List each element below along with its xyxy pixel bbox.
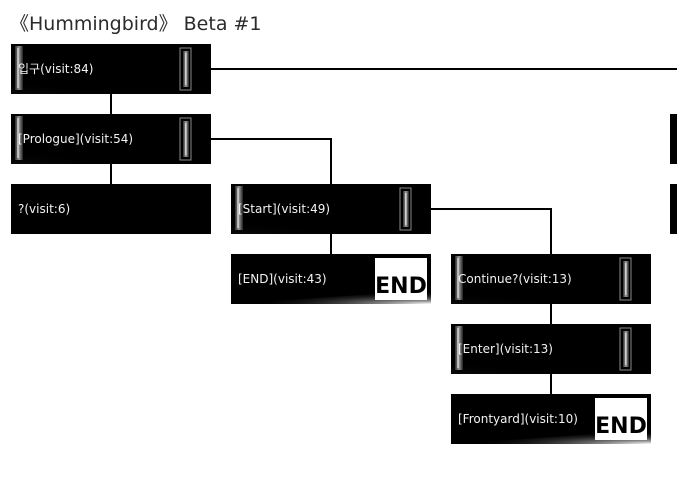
page-title: 《Hummingbird》 Beta #1 [10, 13, 262, 35]
offscreen-node-fragment [670, 184, 677, 234]
node-label: 입구(visit:84) [18, 62, 94, 76]
door-image [231, 184, 431, 234]
end-badge-text: END [375, 274, 427, 299]
node-continue[interactable]: Continue?(visit:13) [451, 254, 651, 304]
node-label: [Enter](visit:13) [458, 342, 553, 356]
node-prologue[interactable]: [Prologue](visit:54) [11, 114, 211, 164]
end-badge-text: END [595, 414, 647, 439]
edge-prologue-start [211, 138, 332, 184]
end-image: END [451, 394, 651, 444]
end-image: END [231, 254, 431, 304]
door-image [451, 254, 651, 304]
node-label: ?(visit:6) [18, 202, 71, 216]
offscreen-node-fragment [670, 114, 677, 164]
node-label: [Prologue](visit:54) [18, 132, 134, 146]
door-image [11, 44, 211, 94]
door-image [451, 324, 651, 374]
node-label: [Start](visit:49) [238, 202, 331, 216]
node-end[interactable]: END [END](visit:43) [231, 254, 431, 304]
node-label: Continue?(visit:13) [458, 272, 572, 286]
node-label: [END](visit:43) [238, 272, 327, 286]
node-start[interactable]: [Start](visit:49) [231, 184, 431, 234]
node-frontyard[interactable]: END [Frontyard](visit:10) [451, 394, 651, 444]
door-image [11, 114, 211, 164]
node-label: [Frontyard](visit:10) [458, 412, 578, 426]
node-enter[interactable]: [Enter](visit:13) [451, 324, 651, 374]
node-unknown[interactable]: ?(visit:6) [11, 184, 211, 234]
node-entrance[interactable]: 입구(visit:84) [11, 44, 211, 94]
edge-start-continue [431, 208, 552, 254]
